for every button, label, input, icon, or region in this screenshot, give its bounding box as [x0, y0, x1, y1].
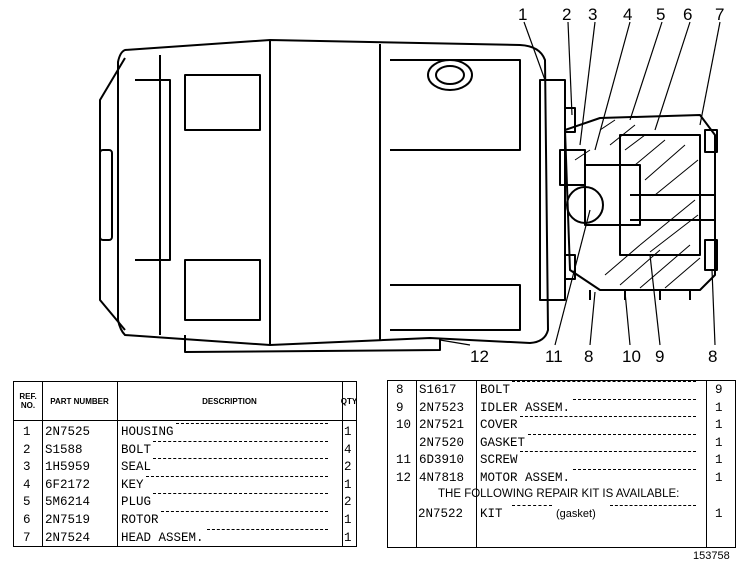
table-row: 1 2N7525 HOUSING 1: [14, 423, 356, 441]
cell-ref: 11: [396, 453, 412, 468]
cell-part: 2N7521: [419, 418, 465, 433]
header-ref: REF. NO.: [19, 392, 37, 410]
callout-11: 11: [545, 347, 563, 366]
cell-ref: 4: [23, 477, 31, 492]
cell-qty: 1: [715, 418, 723, 433]
callout-2: 2: [562, 5, 571, 24]
table-row: 5 5M6214 PLUG 2: [14, 493, 356, 511]
cell-qty: 2: [344, 495, 352, 510]
cell-desc: ROTOR: [121, 513, 159, 527]
table-row: 4 6F2172 KEY 1: [14, 475, 356, 494]
kit-part: 2N7522: [418, 507, 464, 521]
table-row: 8 S1617 BOLT 9: [388, 381, 735, 399]
cell-ref: 12: [396, 471, 412, 485]
callout-9: 9: [655, 347, 664, 366]
cell-qty: 1: [344, 513, 352, 527]
cell-qty: 1: [715, 453, 723, 468]
callout-8a: 8: [584, 347, 593, 366]
parts-table-left: REF. NO. PART NUMBER DESCRIPTION QTY 1 2N…: [13, 381, 357, 547]
parts-table-right: 8 S1617 BOLT 9 9 2N7523 IDLER ASSEM. 1 10 2N7521 C…: [387, 380, 736, 548]
table-row: 6 2N7519 ROTOR 1: [14, 511, 356, 529]
callout-10: 10: [622, 347, 641, 366]
table-row: 2 S1588 BOLT 4: [14, 440, 356, 459]
cell-desc: PLUG: [121, 495, 152, 510]
cell-ref: 2: [23, 442, 31, 457]
table-row: 9 2N7523 IDLER ASSEM. 1: [388, 398, 735, 417]
cell-qty: 1: [715, 471, 723, 485]
cell-qty: 1: [344, 477, 352, 492]
cell-desc: KEY: [121, 477, 144, 492]
cell-ref: 5: [23, 495, 31, 510]
cell-part: 2N7525: [45, 425, 91, 439]
callout-4: 4: [623, 5, 632, 24]
mounting-foot: [184, 335, 441, 353]
cell-desc: COVER: [480, 418, 518, 433]
table-row: 2N7520 GASKET 1: [388, 433, 735, 452]
header-qty: QTY: [340, 396, 358, 406]
callout-5: 5: [656, 5, 665, 24]
kit-sub: (gasket): [556, 508, 596, 520]
cell-desc: SCREW: [480, 453, 518, 468]
cell-qty: 1: [344, 530, 352, 545]
cell-qty: 9: [715, 383, 723, 397]
callout-3: 3: [588, 5, 597, 24]
cell-part: 6D3910: [419, 453, 465, 468]
table-row: 11 6D3910 SCREW 1: [388, 451, 735, 469]
cell-part: 6F2172: [45, 477, 91, 492]
callout-7: 7: [715, 5, 724, 24]
cell-part: 4N7818: [419, 471, 465, 485]
cell-part: S1617: [419, 383, 457, 397]
cell-qty: 4: [344, 442, 352, 457]
kit-note: THE FOLLOWING REPAIR KIT IS AVAILABLE:: [438, 488, 680, 500]
plug-port: [427, 59, 473, 91]
cell-desc: GASKET: [480, 435, 526, 450]
cell-desc: MOTOR ASSEM.: [480, 471, 571, 485]
cell-ref: 8: [396, 383, 404, 397]
motor-housing-outline: [117, 39, 549, 346]
cell-part: 5M6214: [45, 495, 91, 510]
cell-ref: 9: [396, 400, 404, 415]
cell-qty: 1: [715, 435, 723, 450]
cell-qty: 2: [344, 460, 352, 475]
callout-8b: 8: [708, 347, 717, 366]
table-row: 7 2N7524 HEAD ASSEM. 1: [14, 528, 356, 547]
callout-1: 1: [518, 5, 527, 24]
lug-top: [135, 79, 171, 261]
table-row: 10 2N7521 COVER 1: [388, 416, 735, 434]
cell-qty: 1: [344, 425, 352, 439]
cell-desc: HOUSING: [121, 425, 174, 439]
cell-desc: BOLT: [480, 383, 511, 397]
cell-part: 1H5959: [45, 460, 91, 475]
cell-ref: 10: [396, 418, 412, 433]
figure-id: 153758: [693, 550, 730, 562]
cell-desc: BOLT: [121, 442, 152, 457]
cell-part: 2N7523: [419, 400, 465, 415]
callout-6: 6: [683, 5, 692, 24]
table-row: 12 4N7818 MOTOR ASSEM. 1: [388, 469, 735, 487]
cell-desc: IDLER ASSEM.: [480, 400, 571, 415]
adapter-plate: [539, 79, 566, 301]
pump-motor-diagram: 1 2 3 4 5 6 7 12 11 8 10 9 8: [99, 5, 724, 366]
cell-part: 2N7519: [45, 513, 91, 527]
cell-part: 2N7520: [419, 435, 465, 450]
cell-ref: 1: [23, 425, 31, 439]
kit-desc: KIT: [480, 507, 503, 521]
table-row: 3 1H5959 SEAL 2: [14, 458, 356, 476]
end-boss: [99, 149, 113, 241]
callout-12: 12: [470, 347, 489, 366]
cell-part: S1588: [45, 442, 83, 457]
cell-qty: 1: [715, 400, 723, 415]
header-part: PART NUMBER: [50, 396, 109, 406]
kit-row: 2N7522 KIT (gasket) 1: [388, 505, 735, 523]
cell-ref: 6: [23, 513, 31, 527]
table-header: REF. NO. PART NUMBER DESCRIPTION QTY: [14, 382, 358, 421]
header-desc: DESCRIPTION: [202, 396, 257, 406]
cell-desc: SEAL: [121, 460, 152, 475]
cell-ref: 7: [23, 530, 31, 545]
cell-desc: HEAD ASSEM.: [121, 530, 204, 545]
cell-ref: 3: [23, 460, 31, 475]
cell-part: 2N7524: [45, 530, 91, 545]
pump-head: [564, 114, 716, 291]
kit-qty: 1: [715, 507, 723, 521]
